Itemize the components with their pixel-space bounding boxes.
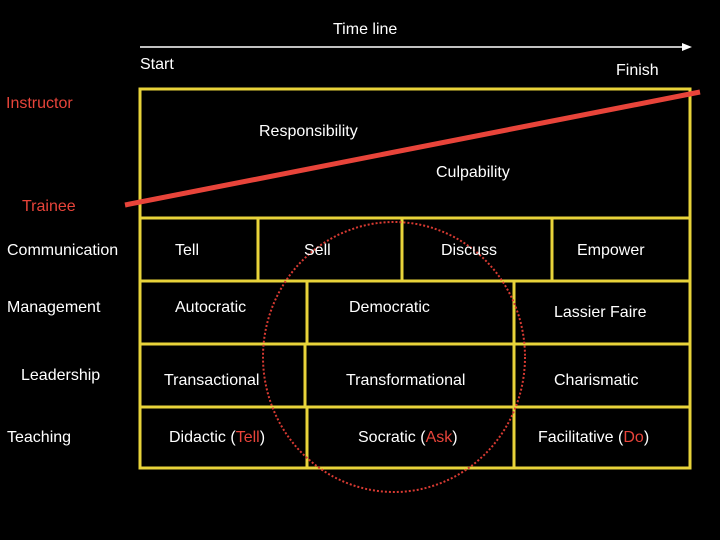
diagram-frame bbox=[138, 87, 692, 470]
cell-socratic: Socratic (Ask) bbox=[358, 429, 458, 447]
row-label-management: Management bbox=[7, 299, 101, 316]
cell-transformational: Transformational bbox=[346, 372, 466, 389]
cell-democratic: Democratic bbox=[349, 299, 430, 316]
cell-facilitative: Facilitative (Do) bbox=[538, 429, 649, 447]
row-label-teaching: Teaching bbox=[7, 429, 72, 446]
cell-didactic: Didactic (Tell) bbox=[169, 429, 265, 447]
cell-lassier-faire: Lassier Faire bbox=[554, 304, 647, 321]
cell-socratic-emphasis: Ask bbox=[425, 429, 453, 446]
cell-facilitative-emphasis: Do bbox=[623, 429, 644, 446]
highlight-circle bbox=[262, 221, 526, 493]
responsibility-label: Responsibility bbox=[259, 123, 358, 140]
cell-tell: Tell bbox=[175, 242, 200, 259]
cell-autocratic: Autocratic bbox=[175, 299, 247, 316]
timeline-start-label: Start bbox=[140, 56, 174, 73]
culpability-label: Culpability bbox=[436, 164, 510, 181]
cell-facilitative-text: Facilitative ( bbox=[538, 429, 624, 446]
cell-discuss: Discuss bbox=[441, 242, 498, 259]
responsibility-gradient-line bbox=[124, 89, 701, 208]
cell-empower: Empower bbox=[577, 242, 645, 259]
row-label-leadership: Leadership bbox=[21, 367, 101, 384]
timeline-finish-label: Finish bbox=[616, 62, 659, 79]
timeline-arrowhead bbox=[682, 43, 692, 51]
trainee-label: Trainee bbox=[22, 198, 76, 215]
cell-didactic-emphasis: Tell bbox=[235, 429, 260, 446]
cell-didactic-text: Didactic ( bbox=[169, 429, 236, 446]
row-label-communication: Communication bbox=[7, 242, 119, 259]
cell-socratic-text: Socratic ( bbox=[358, 429, 426, 446]
cell-sell: Sell bbox=[304, 242, 331, 259]
instructor-label: Instructor bbox=[6, 95, 73, 112]
cell-didactic-close: ) bbox=[259, 429, 266, 446]
cell-facilitative-close: ) bbox=[643, 429, 650, 446]
cell-socratic-close: ) bbox=[452, 429, 458, 446]
cell-charismatic: Charismatic bbox=[554, 372, 639, 389]
timeline-title: Time line bbox=[333, 21, 398, 38]
cell-transactional: Transactional bbox=[164, 372, 260, 389]
